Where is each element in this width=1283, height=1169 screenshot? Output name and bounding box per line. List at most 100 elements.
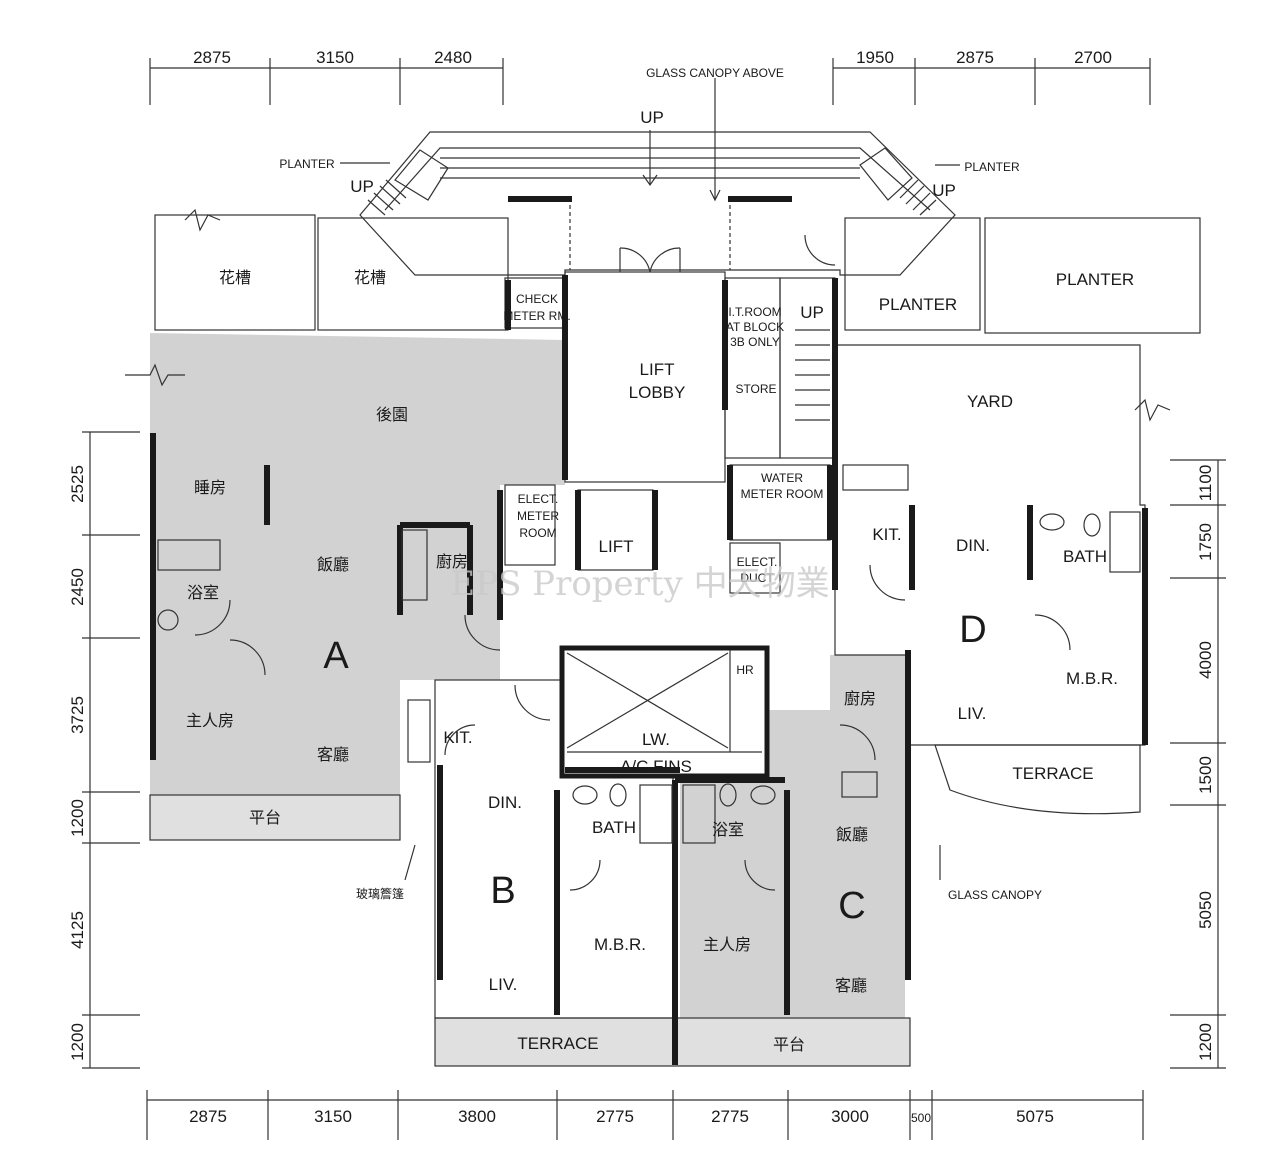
dim-bottom-4: 2775 <box>596 1107 634 1126</box>
elect-duct-1: ELECT. <box>737 555 778 569</box>
fixtures <box>125 208 1171 891</box>
up-label-left: UP <box>350 177 374 196</box>
unit-d-din: DIN. <box>956 536 990 555</box>
dim-bottom-6: 3000 <box>831 1107 869 1126</box>
it-room-3: 3B ONLY <box>730 335 780 349</box>
dim-top-6: 2700 <box>1074 48 1112 67</box>
unit-a-living: 客廳 <box>317 745 349 764</box>
dim-bottom-2: 3150 <box>314 1107 352 1126</box>
dim-top-4: 1950 <box>856 48 894 67</box>
lw-label: LW. <box>642 730 670 749</box>
unit-c-living: 客廳 <box>835 976 867 995</box>
dim-right-2: 1750 <box>1196 523 1215 561</box>
annotations: GLASS CANOPY ABOVE UP PLANTER PLANTER UP… <box>279 66 1042 902</box>
planter-cn-2: 花槽 <box>354 268 386 287</box>
planter-label-left: PLANTER <box>279 157 335 171</box>
unit-d-liv: LIV. <box>958 704 987 723</box>
lift-label: LIFT <box>599 537 634 556</box>
dim-bottom-5: 2775 <box>711 1107 749 1126</box>
yard-cn-label: 後園 <box>376 405 408 424</box>
unit-d-bath: BATH <box>1063 547 1107 566</box>
unit-a-bedroom: 睡房 <box>194 478 226 497</box>
walls <box>150 275 1148 1065</box>
yard-label: YARD <box>967 392 1013 411</box>
unit-c-terrace-label: 平台 <box>773 1035 805 1054</box>
unit-d-mbr: M.B.R. <box>1066 669 1118 688</box>
room-labels: 花槽 花槽 CHECK METER RM. LIFT LOBBY I.T.ROO… <box>186 268 1134 1054</box>
dim-bottom-7: 500 <box>911 1111 931 1125</box>
planter-cn-1: 花槽 <box>219 268 251 287</box>
dim-left-5: 4125 <box>68 911 87 949</box>
unit-a-letter: A <box>323 635 349 677</box>
unit-a-master: 主人房 <box>186 711 234 730</box>
check-meter-2: METER RM. <box>503 309 570 323</box>
glass-canopy-label: GLASS CANOPY <box>948 888 1042 902</box>
dim-bottom-3: 3800 <box>458 1107 496 1126</box>
unit-b-bath: BATH <box>592 818 636 837</box>
dim-bottom-8: 5075 <box>1016 1107 1054 1126</box>
lift-lobby-2: LOBBY <box>629 383 686 402</box>
unit-c-letter: C <box>838 885 865 927</box>
up-label-right: UP <box>932 181 956 200</box>
unit-b-kit: KIT. <box>443 728 472 747</box>
entrance-canopy <box>359 78 956 276</box>
up-stair-label: UP <box>800 303 824 322</box>
ac-fins-label: A/C FINS <box>620 757 692 776</box>
dim-right-3: 4000 <box>1196 641 1215 679</box>
unit-d-letter: D <box>959 609 986 651</box>
glass-canopy-cn-label: 玻璃簷篷 <box>356 886 404 901</box>
dim-right-4: 1500 <box>1196 756 1215 794</box>
unit-c-terrace <box>675 1018 910 1066</box>
unit-c-kitchen: 廚房 <box>844 689 876 708</box>
dimension-lines <box>82 58 1226 1140</box>
water-meter-2: METER ROOM <box>741 487 824 501</box>
unit-b-letter: B <box>490 870 515 912</box>
unit-c-bath: 浴室 <box>712 820 744 839</box>
dim-top-5: 2875 <box>956 48 994 67</box>
core-walls <box>504 271 836 779</box>
dim-right-1: 1100 <box>1196 465 1215 502</box>
dim-bottom-1: 2875 <box>189 1107 227 1126</box>
elect-meter-1: ELECT. <box>518 492 559 506</box>
check-meter-1: CHECK <box>516 292 558 306</box>
dim-left-1: 2525 <box>68 465 87 503</box>
unit-b-liv: LIV. <box>489 975 518 994</box>
unit-a-terrace <box>150 795 400 840</box>
canopy-bar-right <box>728 196 792 202</box>
unit-c-area <box>680 655 905 1065</box>
glass-canopy-above-label: GLASS CANOPY ABOVE <box>646 66 784 80</box>
it-room-2: AT BLOCK <box>726 320 784 334</box>
canopy-bar-left <box>508 196 572 202</box>
water-meter-1: WATER <box>761 471 803 485</box>
unit-b-din: DIN. <box>488 793 522 812</box>
unit-b-terrace-label: TERRACE <box>517 1034 598 1053</box>
hr-label: HR <box>736 663 754 677</box>
lift-lobby-1: LIFT <box>640 360 675 379</box>
elect-meter-3: ROOM <box>519 526 556 540</box>
unit-c-dining: 飯廳 <box>836 825 868 844</box>
dim-left-6: 1200 <box>68 1023 87 1061</box>
it-room-1: I.T.ROOM <box>728 305 781 319</box>
store-label: STORE <box>735 382 776 396</box>
up-label-top: UP <box>640 108 664 127</box>
dim-top-1: 2875 <box>193 48 231 67</box>
unit-a-terrace-label: 平台 <box>249 808 281 827</box>
dim-top-2: 3150 <box>316 48 354 67</box>
planter-mid-label: PLANTER <box>879 295 957 314</box>
dimension-labels: 2875 3150 2480 1950 2875 2700 2875 3150 … <box>68 48 1215 1126</box>
dim-right-5: 5050 <box>1196 891 1215 929</box>
dim-left-3: 3725 <box>68 696 87 734</box>
dim-top-3: 2480 <box>434 48 472 67</box>
unit-d-kit: KIT. <box>872 525 901 544</box>
unit-d-terrace-label: TERRACE <box>1012 764 1093 783</box>
dim-left-2: 2450 <box>68 568 87 606</box>
elect-duct-2: DUCT <box>740 571 774 585</box>
unit-a-kitchen: 廚房 <box>436 552 468 571</box>
unit-b-terrace <box>435 1018 673 1066</box>
planter-label-right: PLANTER <box>964 160 1020 174</box>
unit-b-mbr: M.B.R. <box>594 935 646 954</box>
unit-c-master: 主人房 <box>703 935 751 954</box>
unit-a-bath: 浴室 <box>187 583 219 602</box>
dim-right-6: 1200 <box>1196 1023 1215 1061</box>
